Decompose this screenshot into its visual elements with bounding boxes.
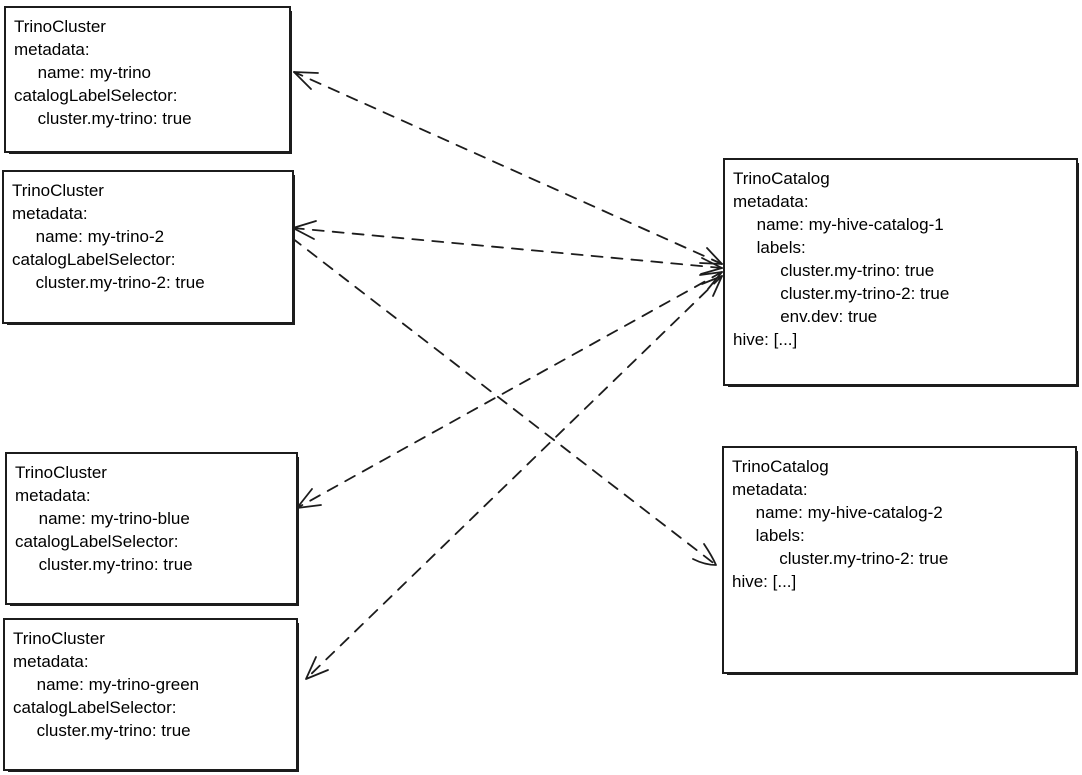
box-line-kind: TrinoCatalog — [732, 457, 829, 476]
box-line-name: name: my-trino-2 — [12, 227, 165, 246]
arrowhead-icon — [305, 656, 329, 680]
trinocatalog-box-my-hive-catalog-2: TrinoCatalog metadata: name: my-hive-cat… — [722, 446, 1077, 674]
edge-catalog1-my-trino-2 — [292, 227, 723, 269]
edge-catalog2-my-trino-2 — [291, 237, 717, 566]
box-line-kind: TrinoCluster — [13, 629, 105, 648]
edge-catalog1-my-trino-green — [305, 275, 723, 680]
box-line-label: cluster.my-trino-2: true — [733, 284, 950, 303]
arrowhead-icon — [699, 247, 723, 265]
box-line-label: cluster.my-trino-2: true — [12, 273, 205, 292]
box-line-label: cluster.my-trino: true — [13, 721, 191, 740]
arrowhead-icon — [700, 257, 723, 275]
box-line-selector: catalogLabelSelector: — [12, 250, 176, 269]
box-line-name: name: my-hive-catalog-2 — [732, 503, 943, 522]
box-line-metadata: metadata: — [13, 652, 89, 671]
box-line-metadata: metadata: — [732, 480, 808, 499]
edge-catalog1-my-trino-blue — [296, 271, 723, 509]
box-line-labels: labels: — [733, 238, 806, 257]
box-line-name: name: my-trino-green — [13, 675, 200, 694]
box-line-label: cluster.my-trino: true — [733, 261, 935, 280]
box-line-label: env.dev: true — [733, 307, 878, 326]
box-line-metadata: metadata: — [12, 204, 88, 223]
box-line-name: name: my-hive-catalog-1 — [733, 215, 944, 234]
box-line-hive: hive: [...] — [732, 572, 797, 591]
arrowhead-icon — [699, 271, 723, 290]
trinocluster-box-my-trino-2: TrinoCluster metadata: name: my-trino-2 … — [2, 170, 294, 324]
box-line-selector: catalogLabelSelector: — [15, 532, 179, 551]
box-line-metadata: metadata: — [733, 192, 809, 211]
box-line-kind: TrinoCluster — [14, 17, 106, 36]
arrowhead-icon — [293, 71, 319, 90]
box-line-name: name: my-trino-blue — [15, 509, 190, 528]
box-line-hive: hive: [...] — [733, 330, 798, 349]
box-line-metadata: metadata: — [14, 40, 90, 59]
box-line-metadata: metadata: — [15, 486, 91, 505]
box-line-kind: TrinoCluster — [12, 181, 104, 200]
edge-catalog1-my-trino — [293, 71, 723, 265]
box-line-labels: labels: — [732, 526, 805, 545]
arrowhead-icon — [701, 275, 723, 297]
box-line-selector: catalogLabelSelector: — [14, 86, 178, 105]
box-line-kind: TrinoCluster — [15, 463, 107, 482]
box-line-label: cluster.my-trino: true — [15, 555, 193, 574]
trinocluster-box-my-trino-green: TrinoCluster metadata: name: my-trino-gr… — [3, 618, 298, 771]
trinocatalog-box-my-hive-catalog-1: TrinoCatalog metadata: name: my-hive-cat… — [723, 158, 1078, 386]
box-line-kind: TrinoCatalog — [733, 169, 830, 188]
box-line-selector: catalogLabelSelector: — [13, 698, 177, 717]
box-line-label: cluster.my-trino: true — [14, 109, 192, 128]
box-line-name: name: my-trino — [14, 63, 151, 82]
trinocluster-box-my-trino: TrinoCluster metadata: name: my-trino ca… — [4, 6, 291, 153]
box-line-label: cluster.my-trino-2: true — [732, 549, 949, 568]
trinocluster-box-my-trino-blue: TrinoCluster metadata: name: my-trino-bl… — [5, 452, 298, 605]
arrowhead-icon — [692, 543, 717, 566]
